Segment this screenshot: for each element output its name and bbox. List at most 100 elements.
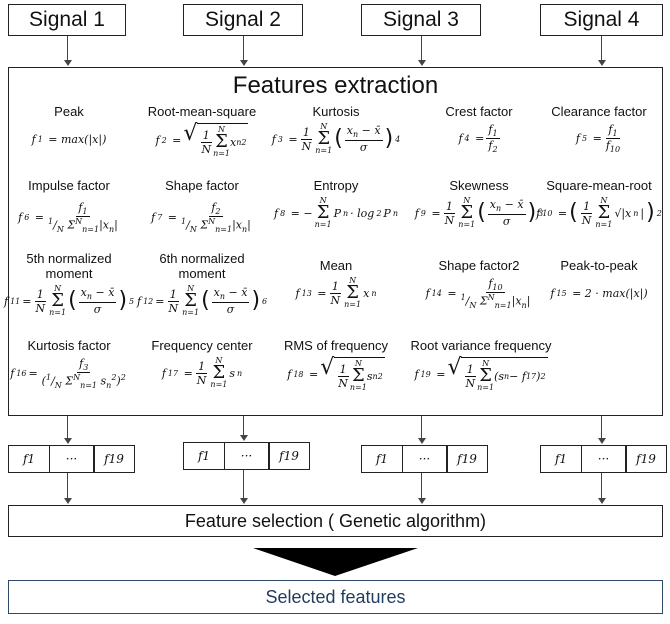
feature-selection-box: Feature selection ( Genetic algorithm) [8, 505, 663, 537]
arrow-signal-3 [421, 36, 422, 61]
feature-name: Frequency center [151, 338, 253, 353]
arrowhead-signal-4 [597, 60, 606, 66]
feature-name: Crest factor [445, 104, 513, 119]
arrowhead-signal-1 [63, 60, 72, 66]
feature-name: 6th normalized moment [159, 251, 245, 281]
feature-name: Shape factor2 [438, 258, 520, 273]
arrowhead-to-vector-4 [597, 438, 606, 444]
feature-vector-3: f1 ··· f19 [361, 445, 488, 473]
vector-cell-last: f19 [268, 442, 310, 470]
vector-cell-ellipsis: ··· [401, 445, 448, 473]
signal-4-label: Signal 4 [563, 8, 640, 31]
feature-name: Entropy [313, 178, 359, 193]
feature-name: Peak-to-peak [560, 258, 638, 273]
vector-cell-first: f1 [183, 442, 225, 470]
signal-3-label: Signal 3 [383, 8, 459, 31]
feature-name: Root variance frequency [410, 338, 552, 353]
arrow-to-vector-4 [601, 416, 602, 440]
arrow-to-vector-3 [421, 416, 422, 440]
feature-vector-4: f1 ··· f19 [540, 445, 667, 473]
arrowhead-to-vector-2 [239, 435, 248, 441]
arrowhead-vector-2-to-selection [239, 498, 248, 504]
arrow-to-vector-1 [67, 416, 68, 440]
signal-4-box: Signal 4 [540, 4, 663, 36]
arrow-vector-4-to-selection [601, 473, 602, 499]
vector-cell-last: f19 [446, 445, 488, 473]
feature-name: RMS of frequency [283, 338, 389, 353]
vector-cell-ellipsis: ··· [580, 445, 627, 473]
signal-1-label: Signal 1 [29, 8, 105, 31]
feature-name: Kurtosis factor [27, 338, 111, 353]
signal-2-label: Signal 2 [205, 8, 281, 31]
vector-cell-ellipsis: ··· [48, 445, 95, 473]
arrow-signal-1 [67, 36, 68, 61]
features-extraction-title: Features extraction [232, 72, 439, 99]
arrowhead-vector-4-to-selection [597, 498, 606, 504]
feature-name: Mean [319, 258, 353, 273]
feature-selection-label: Feature selection ( Genetic algorithm) [184, 510, 487, 531]
signal-1-box: Signal 1 [8, 4, 126, 36]
vector-cell-first: f1 [8, 445, 50, 473]
arrow-signal-2 [243, 36, 244, 61]
feature-name: Root-mean-square [147, 104, 257, 119]
feature-name: Impulse factor [28, 178, 110, 193]
arrow-vector-3-to-selection [421, 473, 422, 499]
feature-name: 5th normalized moment [26, 251, 112, 281]
arrow-vector-1-to-selection [67, 473, 68, 499]
vector-cell-ellipsis: ··· [223, 442, 270, 470]
vector-cell-first: f1 [361, 445, 403, 473]
vector-cell-last: f19 [625, 445, 667, 473]
feature-vector-2: f1 ··· f19 [183, 442, 310, 470]
feature-name: Clearance factor [551, 104, 647, 119]
signal-2-box: Signal 2 [183, 4, 303, 36]
feature-name: Shape factor [165, 178, 239, 193]
feature-name: Peak [54, 104, 84, 119]
vector-cell-last: f19 [93, 445, 135, 473]
arrowhead-vector-3-to-selection [417, 498, 426, 504]
feature-name: Kurtosis [312, 104, 360, 119]
arrowhead-to-vector-1 [63, 438, 72, 444]
selected-features-label: Selected features [265, 586, 406, 607]
arrow-signal-4 [601, 36, 602, 61]
arrowhead-signal-2 [239, 60, 248, 66]
down-arrow-icon [253, 548, 418, 576]
feature-name: Square-mean-root [546, 178, 652, 193]
signal-3-box: Signal 3 [361, 4, 481, 36]
arrowhead-signal-3 [417, 60, 426, 66]
feature-name: Skewness [449, 178, 509, 193]
